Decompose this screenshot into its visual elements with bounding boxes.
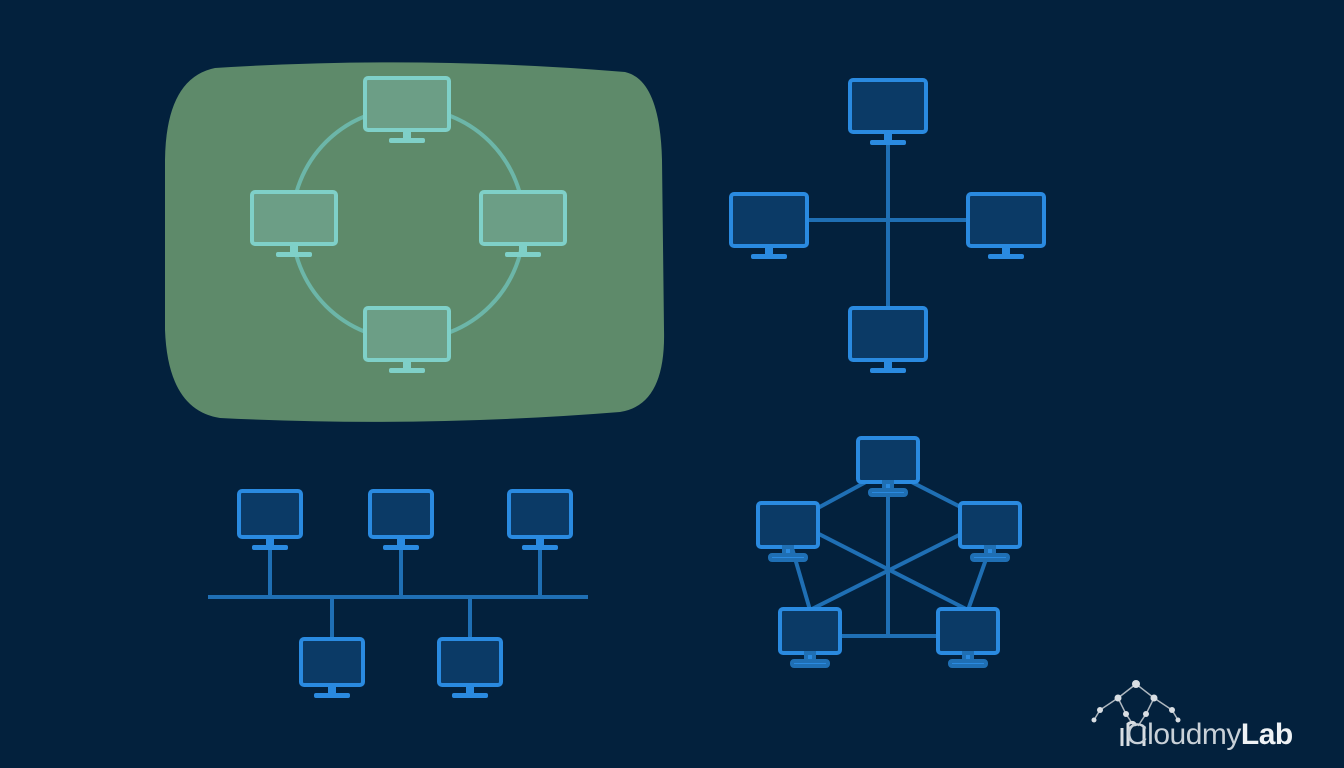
monitor-icon bbox=[848, 78, 928, 145]
monitor-icon bbox=[756, 501, 820, 562]
monitor-icon bbox=[729, 192, 809, 259]
ring-topology bbox=[165, 62, 665, 422]
ring-highlight-panel bbox=[165, 62, 665, 422]
monitor-icon bbox=[237, 489, 303, 550]
logo-text-lab: Lab bbox=[1240, 718, 1293, 751]
monitor-icon bbox=[368, 489, 434, 550]
logo-text-cloudmy: Cloudmy bbox=[1126, 718, 1241, 751]
monitor-icon bbox=[363, 306, 451, 373]
monitor-icon bbox=[363, 76, 451, 143]
tree-network-logo-icon bbox=[1091, 680, 1181, 746]
monitor-icon bbox=[250, 190, 338, 257]
monitor-icon bbox=[778, 607, 842, 668]
monitor-icon bbox=[958, 501, 1022, 562]
monitor-icon bbox=[856, 436, 920, 497]
star-topology bbox=[729, 78, 1046, 373]
monitor-icon bbox=[507, 489, 573, 550]
cloudmylab-logo: CloudmyLab bbox=[1086, 676, 1336, 754]
monitor-icon bbox=[936, 607, 1000, 668]
monitor-icon bbox=[299, 637, 365, 698]
monitor-icon bbox=[479, 190, 567, 257]
mesh-link bbox=[809, 530, 966, 612]
monitor-icon bbox=[437, 637, 503, 698]
bus-topology bbox=[208, 489, 588, 698]
mesh-topology bbox=[756, 436, 1022, 668]
monitor-icon bbox=[848, 306, 928, 373]
monitor-icon bbox=[966, 192, 1046, 259]
